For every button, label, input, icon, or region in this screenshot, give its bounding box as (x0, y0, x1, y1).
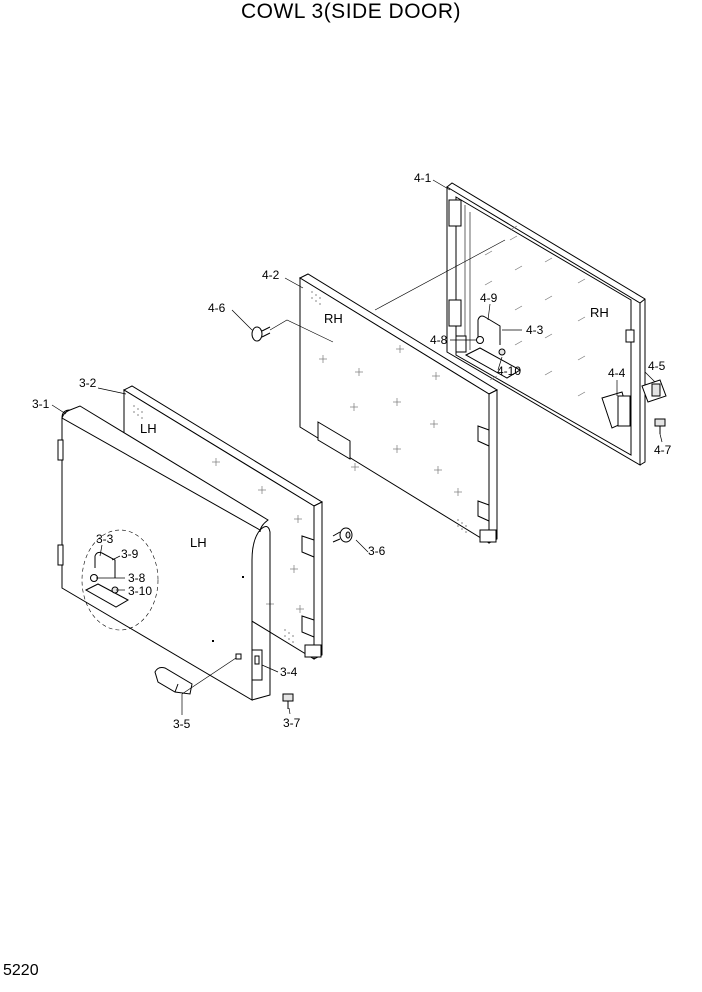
rh-panel (298, 273, 499, 544)
part-label-4-3: 4-3 (526, 323, 544, 337)
rh-latch-4-5 (641, 379, 667, 403)
part-label-4-1: 4-1 (414, 171, 432, 185)
part-label-4-7: 4-7 (654, 443, 672, 457)
part-label-3-8: 3-8 (128, 571, 146, 585)
part-label-4-6: 4-6 (208, 301, 226, 315)
part-label-3-1: 3-1 (32, 397, 50, 411)
page-title: COWL 3(SIDE DOOR) (240, 0, 462, 23)
lh-door (57, 405, 271, 701)
part-label-3-9: 3-9 (121, 547, 139, 561)
part-label-4-2: 4-2 (262, 268, 280, 282)
page-number: 5220 (3, 962, 39, 979)
part-label-4-8: 4-8 (430, 333, 448, 347)
rh-handle-4-3 (464, 315, 521, 379)
rh-panel-side-label: RH (324, 311, 343, 326)
part-label-4-4: 4-4 (608, 366, 626, 380)
part-label-4-10: 4-10 (497, 364, 521, 378)
lh-knob-3-6 (332, 527, 353, 543)
lh-bolt-3-7 (282, 693, 294, 709)
part-label-3-4: 3-4 (280, 665, 298, 679)
leader-lines (51, 179, 663, 715)
part-label-3-10: 3-10 (128, 584, 152, 598)
lh-hinge-3-4 (251, 649, 263, 681)
rh-frame-side-label: RH (590, 305, 609, 320)
rh-bolt-4-7 (654, 418, 666, 434)
rh-knob-4-6 (251, 326, 271, 342)
part-label-4-5: 4-5 (648, 359, 666, 373)
part-label-4-9: 4-9 (480, 291, 498, 305)
part-label-3-2: 3-2 (79, 376, 97, 390)
alignment-lines (269, 239, 506, 343)
part-label-3-7: 3-7 (283, 716, 301, 730)
lh-panel-side-label: LH (140, 421, 157, 436)
rh-door-frame (446, 182, 646, 466)
lh-grip-3-5 (154, 667, 193, 695)
lh-door-side-label: LH (190, 535, 207, 550)
part-label-3-6: 3-6 (368, 544, 386, 558)
part-label-3-5: 3-5 (173, 717, 191, 731)
part-label-3-3: 3-3 (96, 532, 114, 546)
